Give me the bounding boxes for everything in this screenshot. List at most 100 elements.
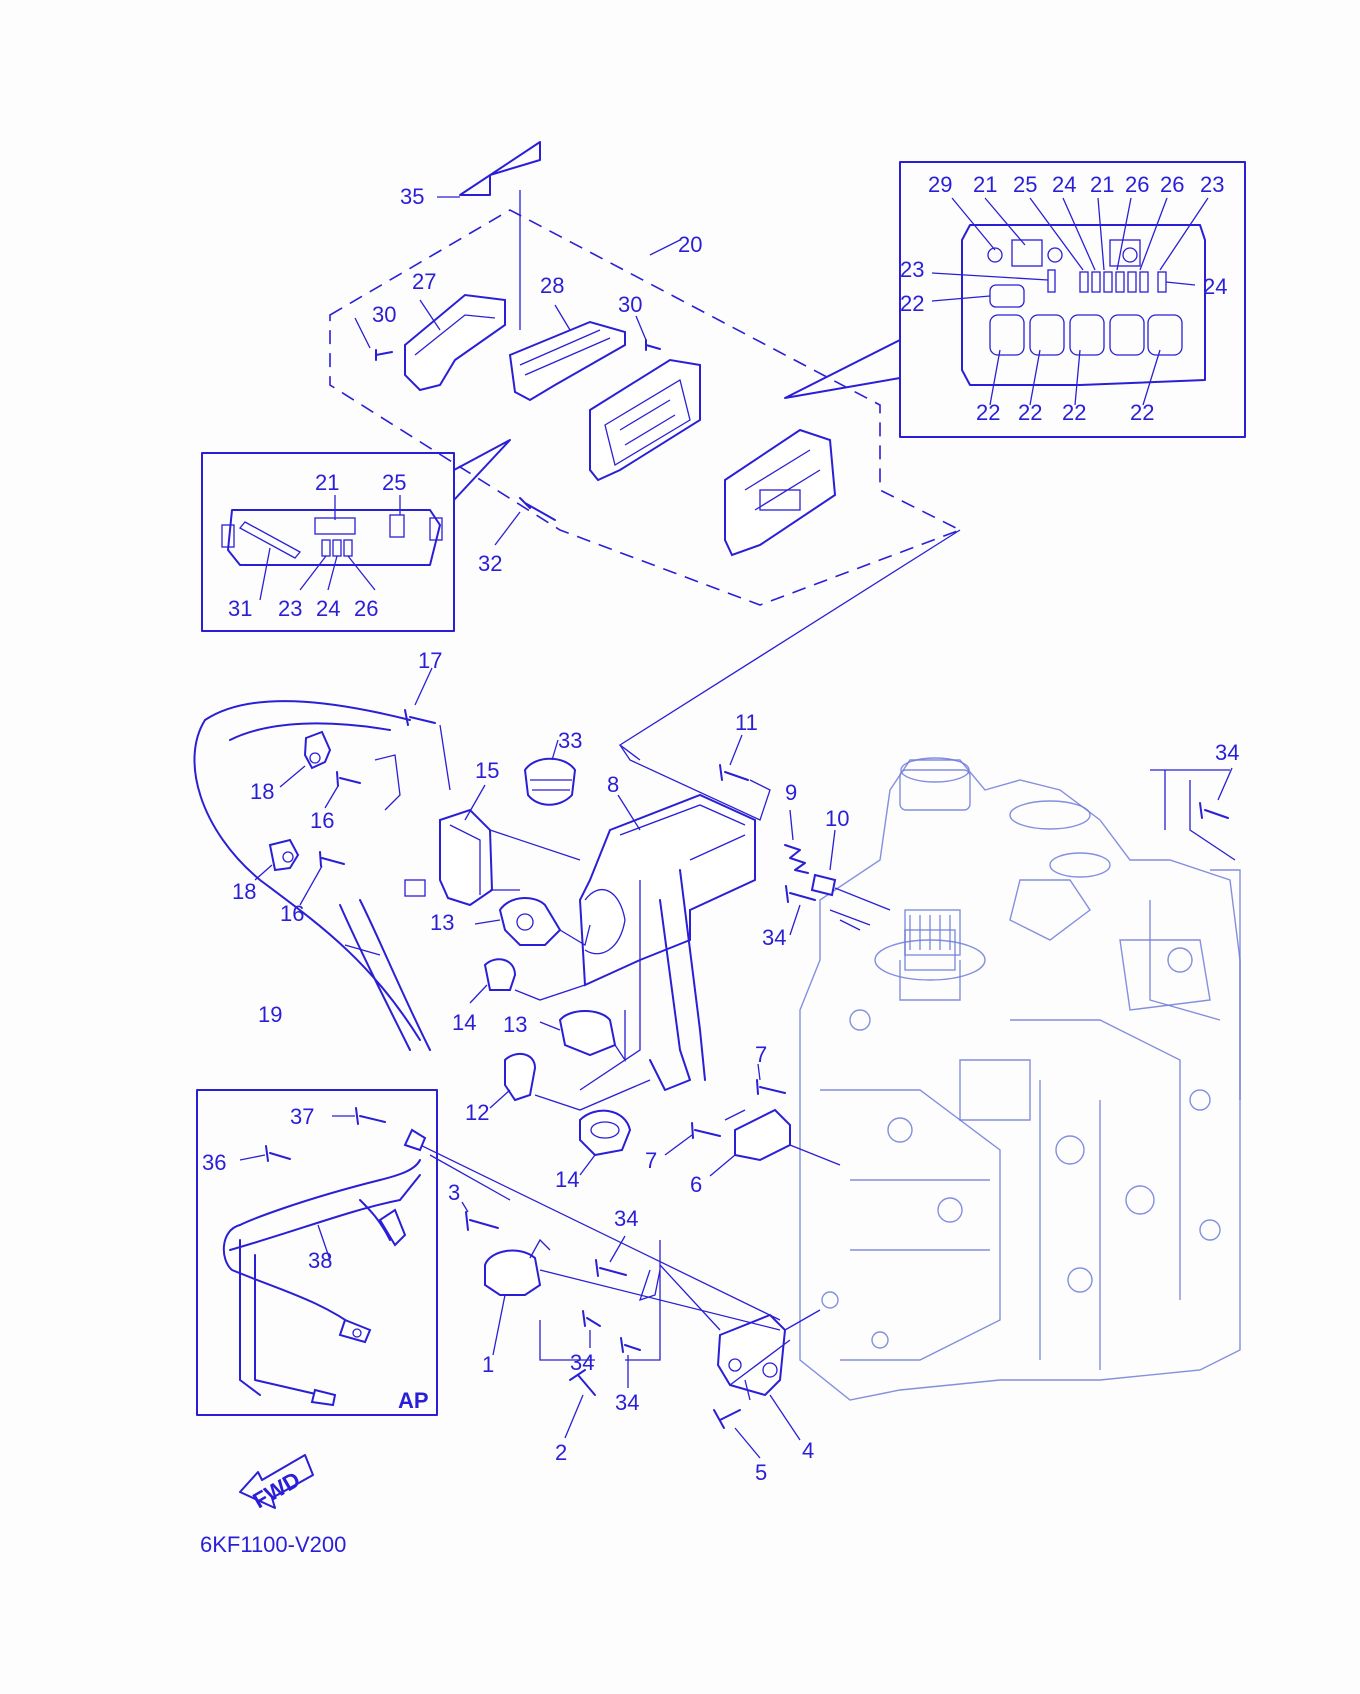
part-callout-i21a: 21 [973,172,997,197]
inset-frame-left [201,452,455,632]
part-callout-l32: 32 [478,551,502,576]
spring-9 [784,844,809,874]
part-callout-l14a: 14 [452,1010,476,1035]
part-callout-j31: 31 [228,596,252,621]
clamp-12 [504,1052,537,1102]
ap-inset [196,1089,781,1416]
part-callout-l36: 36 [202,1150,226,1175]
bolt-3 [465,1211,499,1231]
screw-30-b [645,339,661,351]
lower-terminal-assembly [461,1201,821,1459]
part-callout-j25: 25 [382,470,406,495]
part-callout-l16b: 16 [280,901,304,926]
grommet-33 [523,757,577,806]
part-callout-i22c: 22 [1018,400,1042,425]
bolt-17 [404,709,436,726]
bolt-34-e [620,1337,641,1353]
bolt-34-a [785,885,816,903]
part-callout-l34d: 34 [570,1350,594,1375]
harness-19 [193,700,421,1041]
part-callout-i22d: 22 [1062,400,1086,425]
bolt-34-c [595,1259,627,1277]
part-callout-l10: 10 [825,806,849,831]
collar-10 [810,873,837,897]
part-callout-l14b: 14 [555,1167,579,1192]
part-callout-l19: 19 [258,1002,282,1027]
part-callout-l34e: 34 [615,1390,639,1415]
part-callout-l33: 33 [558,728,582,753]
junction-box [724,428,837,557]
module-15 [439,808,494,907]
screw-32 [519,497,556,521]
bolt-16-a [336,771,361,787]
part-callout-l4: 4 [802,1438,814,1463]
part-callout-l1: 1 [482,1352,494,1377]
part-callout-l2: 2 [555,1440,567,1465]
inset-junction-board [227,509,441,566]
part-callout-l11: 11 [735,710,758,735]
part-callout-l35: 35 [400,184,424,209]
part-callout-l18a: 18 [250,779,274,804]
inset-frame [899,161,1246,438]
part-callout-l8: 8 [607,772,619,797]
clamp-14-a [483,958,517,991]
part-callout-i29: 29 [928,172,952,197]
part-callout-i24a: 24 [1052,172,1076,197]
label-plate-35 [459,141,541,196]
cable-38-b [222,1224,361,1331]
bolt-5 [713,1409,741,1429]
part-callout-l34b: 34 [762,925,786,950]
part-callout-i22b: 22 [976,400,1000,425]
part-callout-l3: 3 [448,1180,460,1205]
bolt-36 [265,1145,291,1162]
bolt-37 [355,1107,386,1125]
part-callout-l30b: 30 [618,292,642,317]
part-callout-l6: 6 [690,1172,702,1197]
part-callout-l34c: 34 [614,1206,638,1231]
part-callout-l17: 17 [418,648,442,673]
diagram-code: 6KF1100-V200 [200,1532,346,1557]
inset-ecu-board [961,224,1206,386]
part-callout-l34a: 34 [1215,740,1239,765]
part-callout-l5: 5 [755,1460,767,1485]
part-callout-l9: 9 [785,780,797,805]
clamp-13-b [558,1010,617,1057]
ecu-assembly-group [329,141,962,606]
bolt-7-b [691,1122,721,1139]
bolt-34-b [1199,802,1229,819]
ecu-detail-inset [784,161,1246,438]
part-callout-l15: 15 [475,758,499,783]
forward-arrow [239,1454,314,1509]
bracket-6 [734,1108,791,1162]
bolt-16-b [319,851,345,867]
part-callout-l38: 38 [308,1248,332,1273]
bolt-34-d [582,1310,601,1327]
cable-38-a [239,1159,421,1226]
part-callout-i21b: 21 [1090,172,1114,197]
clamp-14-b [579,1109,632,1157]
part-callout-i26a: 26 [1125,172,1149,197]
clamp-13-a [498,897,562,946]
bracket-assembly [193,667,1236,1177]
part-callout-l20: 20 [678,232,702,257]
part-callout-j26: 26 [354,596,378,621]
sensor-18-a [303,730,332,770]
part-callout-j23: 23 [278,596,302,621]
part-callout-l30a: 30 [372,302,396,327]
part-callout-j21: 21 [315,470,339,495]
junction-detail-inset [201,439,511,632]
part-callout-l7a: 7 [755,1042,767,1067]
screw-30-a [375,349,393,361]
terminal-4 [716,1313,787,1397]
bolt-7-a [756,1079,786,1095]
ecu-unit [589,358,701,482]
part-callout-l13a: 13 [430,910,454,935]
relay-1 [484,1249,542,1296]
part-callout-i22a: 22 [900,291,924,316]
bolt-11 [719,764,749,781]
part-callout-l28: 28 [540,273,564,298]
part-callout-i22e: 22 [1130,400,1154,425]
